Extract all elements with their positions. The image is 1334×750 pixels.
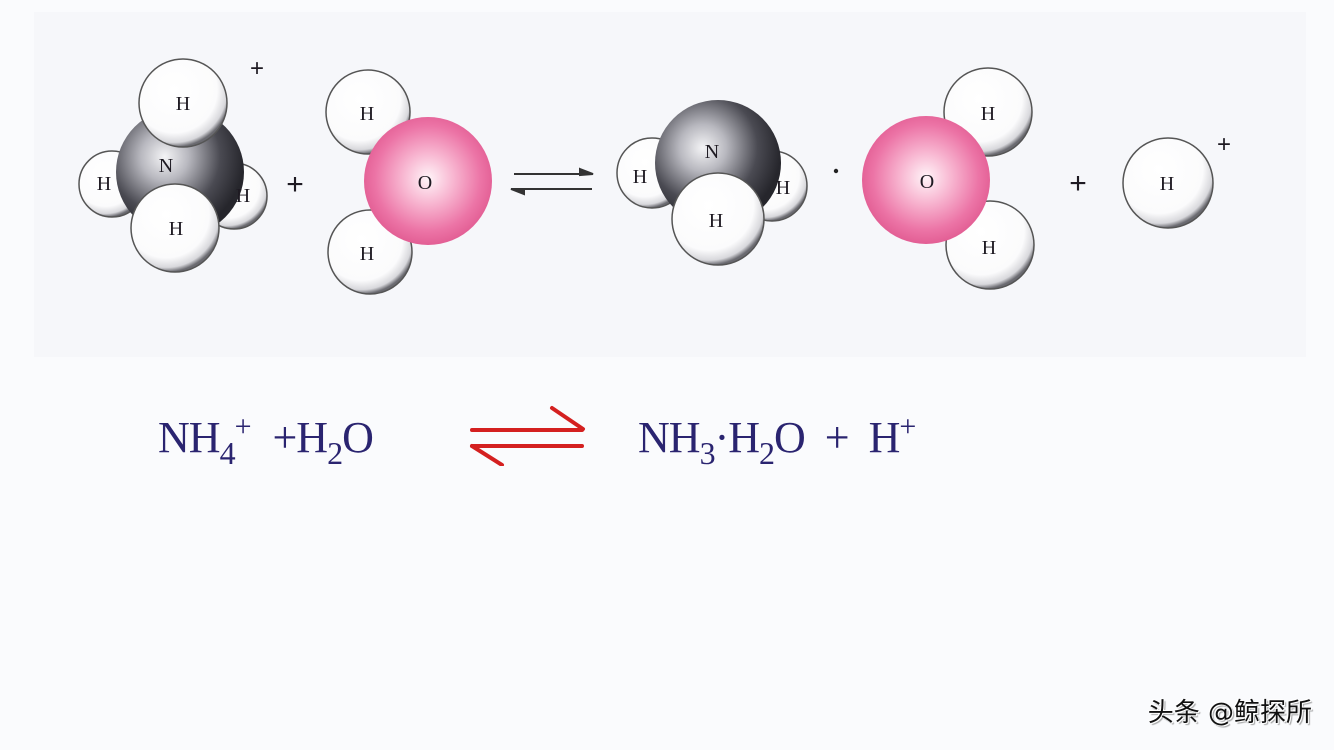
svg-text:H: H — [1160, 173, 1174, 195]
equilibrium-arrow-small — [510, 167, 594, 196]
equation-reactants: NH4++H2O — [158, 410, 374, 471]
hydrogen-atom-top — [138, 58, 228, 148]
svg-text:H: H — [360, 103, 374, 125]
svg-text:N: N — [705, 141, 719, 163]
hydrogen-atom-bottom — [130, 183, 220, 273]
eq-plus: + — [824, 413, 850, 462]
equilibrium-arrow-icon — [470, 406, 585, 466]
water-molecule-reactant: H H O — [325, 69, 492, 295]
eq-nh4: NH — [158, 413, 221, 462]
ammonia-molecule: N H H H — [616, 100, 808, 266]
ammonium-h-label-top: H — [176, 93, 190, 115]
svg-text:O: O — [418, 172, 432, 194]
ammonium-molecule: H N H H H + — [78, 55, 268, 273]
ammonium-charge: + — [250, 55, 264, 82]
svg-text:H: H — [360, 243, 374, 265]
svg-text:H: H — [981, 103, 995, 125]
ammonium-n-label: N — [159, 155, 173, 177]
equation-products: NH3·H2O+H+ — [638, 410, 916, 471]
watermark: 头条 @鲸探所 — [1147, 698, 1312, 728]
ammonium-h-label-left: H — [97, 173, 111, 195]
proton: H + — [1122, 131, 1231, 229]
plus-sign-2: + — [1069, 167, 1087, 200]
svg-text:H: H — [776, 177, 790, 199]
ammonium-h-label-right: H — [236, 185, 250, 207]
svg-text:H: H — [633, 166, 647, 188]
svg-text:H: H — [709, 210, 723, 232]
molecule-illustration: H N H H H + + H H O N H H H H — [78, 55, 1231, 295]
eq-dot-h2o: ·H — [714, 413, 760, 462]
eq-nh3: NH — [638, 413, 701, 462]
ammonium-h-label-bottom: H — [169, 218, 183, 240]
oxygen-atom — [364, 117, 492, 245]
plus-sign-1: + — [286, 168, 304, 201]
water-molecule-product: H H O — [862, 67, 1035, 290]
svg-text:H: H — [982, 237, 996, 259]
svg-text:O: O — [920, 171, 934, 193]
dot-separator — [833, 168, 839, 174]
eq-h: H — [868, 413, 901, 462]
eq-plus-h2o: +H — [272, 413, 328, 462]
proton-charge: + — [1217, 131, 1231, 158]
